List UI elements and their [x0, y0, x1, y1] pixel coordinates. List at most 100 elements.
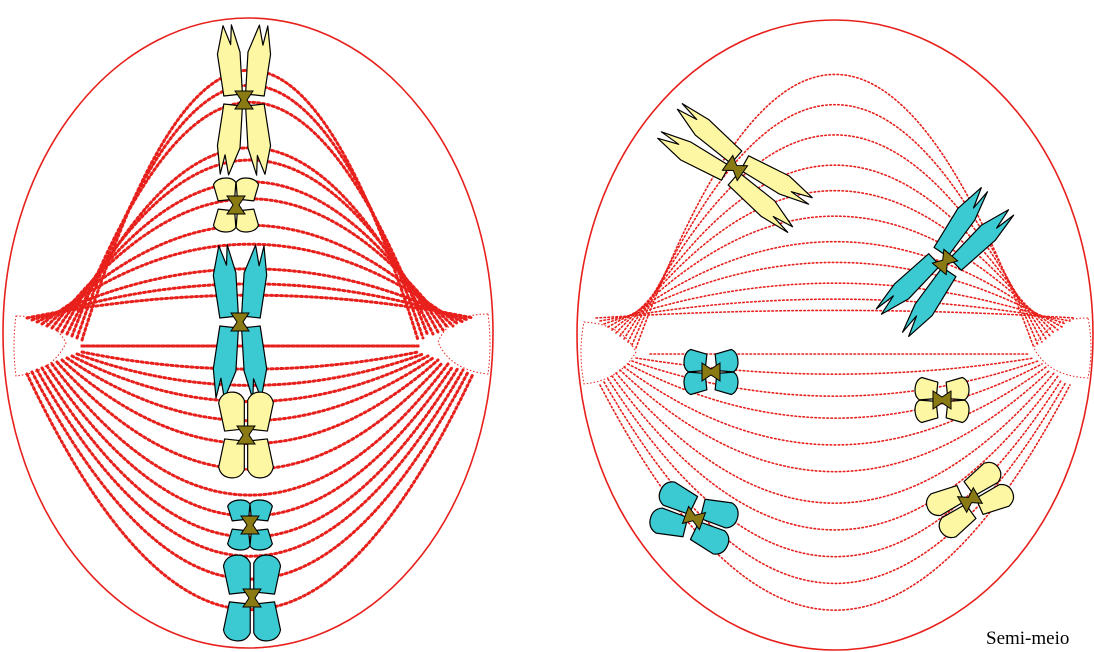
chromatid-arm [235, 177, 260, 202]
spindle-fiber [627, 363, 1043, 419]
medium-cyan-pair [649, 481, 739, 555]
centromere [240, 515, 260, 535]
spindle-fiber [627, 134, 1043, 343]
chromatid-arm [901, 266, 957, 337]
chromatid-arm [247, 391, 274, 432]
spindle-fiber [40, 242, 460, 326]
spindle-fiber [595, 309, 1075, 319]
medium-yellow-pair [925, 461, 1015, 539]
chromatid-arm [218, 438, 245, 479]
chromatid-arm [216, 103, 244, 176]
chromatid-arm [247, 438, 274, 479]
centromere [236, 425, 256, 445]
centromere [242, 588, 262, 608]
chromatid-arm [714, 371, 739, 396]
chromatid-arm [212, 208, 237, 233]
chromatid-arm [949, 209, 1015, 271]
chromatid-arm [699, 498, 739, 529]
spindle-fiber [623, 164, 1047, 340]
chromatid-arm [235, 208, 260, 233]
chromatid-arm [925, 484, 965, 517]
chromatid-arm [212, 325, 240, 400]
chromatid-arm [914, 399, 939, 424]
chromatid-arm [222, 601, 251, 642]
centromere [234, 90, 254, 110]
chromatid-arm [657, 131, 730, 181]
spindle-fiber [623, 366, 1047, 446]
centrosome-right [1033, 317, 1092, 379]
spindle-fiber [615, 372, 1055, 504]
chromatid-arm [240, 244, 268, 319]
spindle-fiber [607, 261, 1063, 328]
chromatid-arm [240, 325, 268, 400]
spindle-fiber [615, 215, 1055, 334]
chromatid-arm [975, 483, 1015, 516]
long-cyan-pair [875, 187, 1015, 337]
spindle-fiber [50, 362, 450, 497]
centromere [956, 486, 984, 514]
chromatid-arm [875, 253, 941, 315]
spindle-fiber [35, 368, 465, 558]
chromatid-arm [945, 376, 970, 401]
centromere [721, 154, 749, 182]
centrosome-right [437, 313, 491, 375]
chromatid-arm [740, 155, 813, 205]
spindle-fiber [599, 298, 1071, 322]
long-yellow-pair [657, 103, 813, 233]
chromatid-arm [218, 391, 245, 432]
spindle-fiber [611, 241, 1059, 331]
cell-membrane [576, 19, 1094, 651]
spindle-fiber [40, 366, 460, 539]
chromatid-arm [244, 103, 272, 176]
chromatid-arm [222, 554, 251, 595]
chromatid-arm [212, 244, 240, 319]
chromatid-arm [253, 554, 282, 595]
centromere [932, 390, 952, 410]
spindle-fiber [619, 189, 1051, 337]
centromere [701, 362, 721, 382]
chromatid-arm [914, 376, 939, 401]
chromatid-arm [689, 521, 730, 555]
spindle-fiber [607, 378, 1063, 558]
cell-membrane [2, 17, 494, 649]
long-yellow-pair [216, 24, 272, 176]
short-yellow-pair [212, 177, 260, 233]
spindle-fiber [619, 369, 1051, 473]
long-cyan-pair [212, 244, 268, 400]
centromere [226, 195, 246, 215]
chromatid-arm [683, 348, 708, 373]
chromatid-arm [683, 371, 708, 396]
metaphase-cell [2, 17, 494, 649]
chromatid-arm [714, 348, 739, 373]
medium-cyan-pair [222, 554, 282, 642]
chromatid-arm [933, 187, 989, 258]
centrosome-left [13, 315, 67, 377]
chromosomes [649, 103, 1015, 555]
chromatid-arm [212, 177, 237, 202]
spindle-fiber [611, 375, 1059, 531]
centromere [681, 505, 707, 531]
spindle-fiber [631, 104, 1039, 346]
chromatid-arm [658, 481, 699, 515]
spindle-fiber [60, 158, 440, 334]
centrosome-left [580, 321, 637, 385]
centromere [931, 248, 959, 276]
short-yellow-pair [914, 376, 970, 424]
centromere [230, 312, 250, 332]
chromatid-arm [216, 24, 244, 97]
chromatid-arm [945, 399, 970, 424]
caption-text: Semi-meio [986, 628, 1070, 649]
spindle-fiber [603, 282, 1067, 325]
chromatid-arm [253, 601, 282, 642]
spindle-fiber [603, 381, 1067, 585]
chromatid-arm [676, 103, 743, 165]
anaphase-cell [576, 19, 1094, 651]
chromosomes [212, 24, 282, 642]
chromatid-arm [727, 171, 794, 233]
chromatid-arm [649, 507, 689, 538]
short-cyan-pair [227, 499, 273, 551]
chromatid-arm [244, 24, 272, 97]
medium-yellow-pair [218, 391, 274, 479]
spindle-fiber [70, 101, 430, 338]
short-cyan-pair [683, 348, 739, 396]
